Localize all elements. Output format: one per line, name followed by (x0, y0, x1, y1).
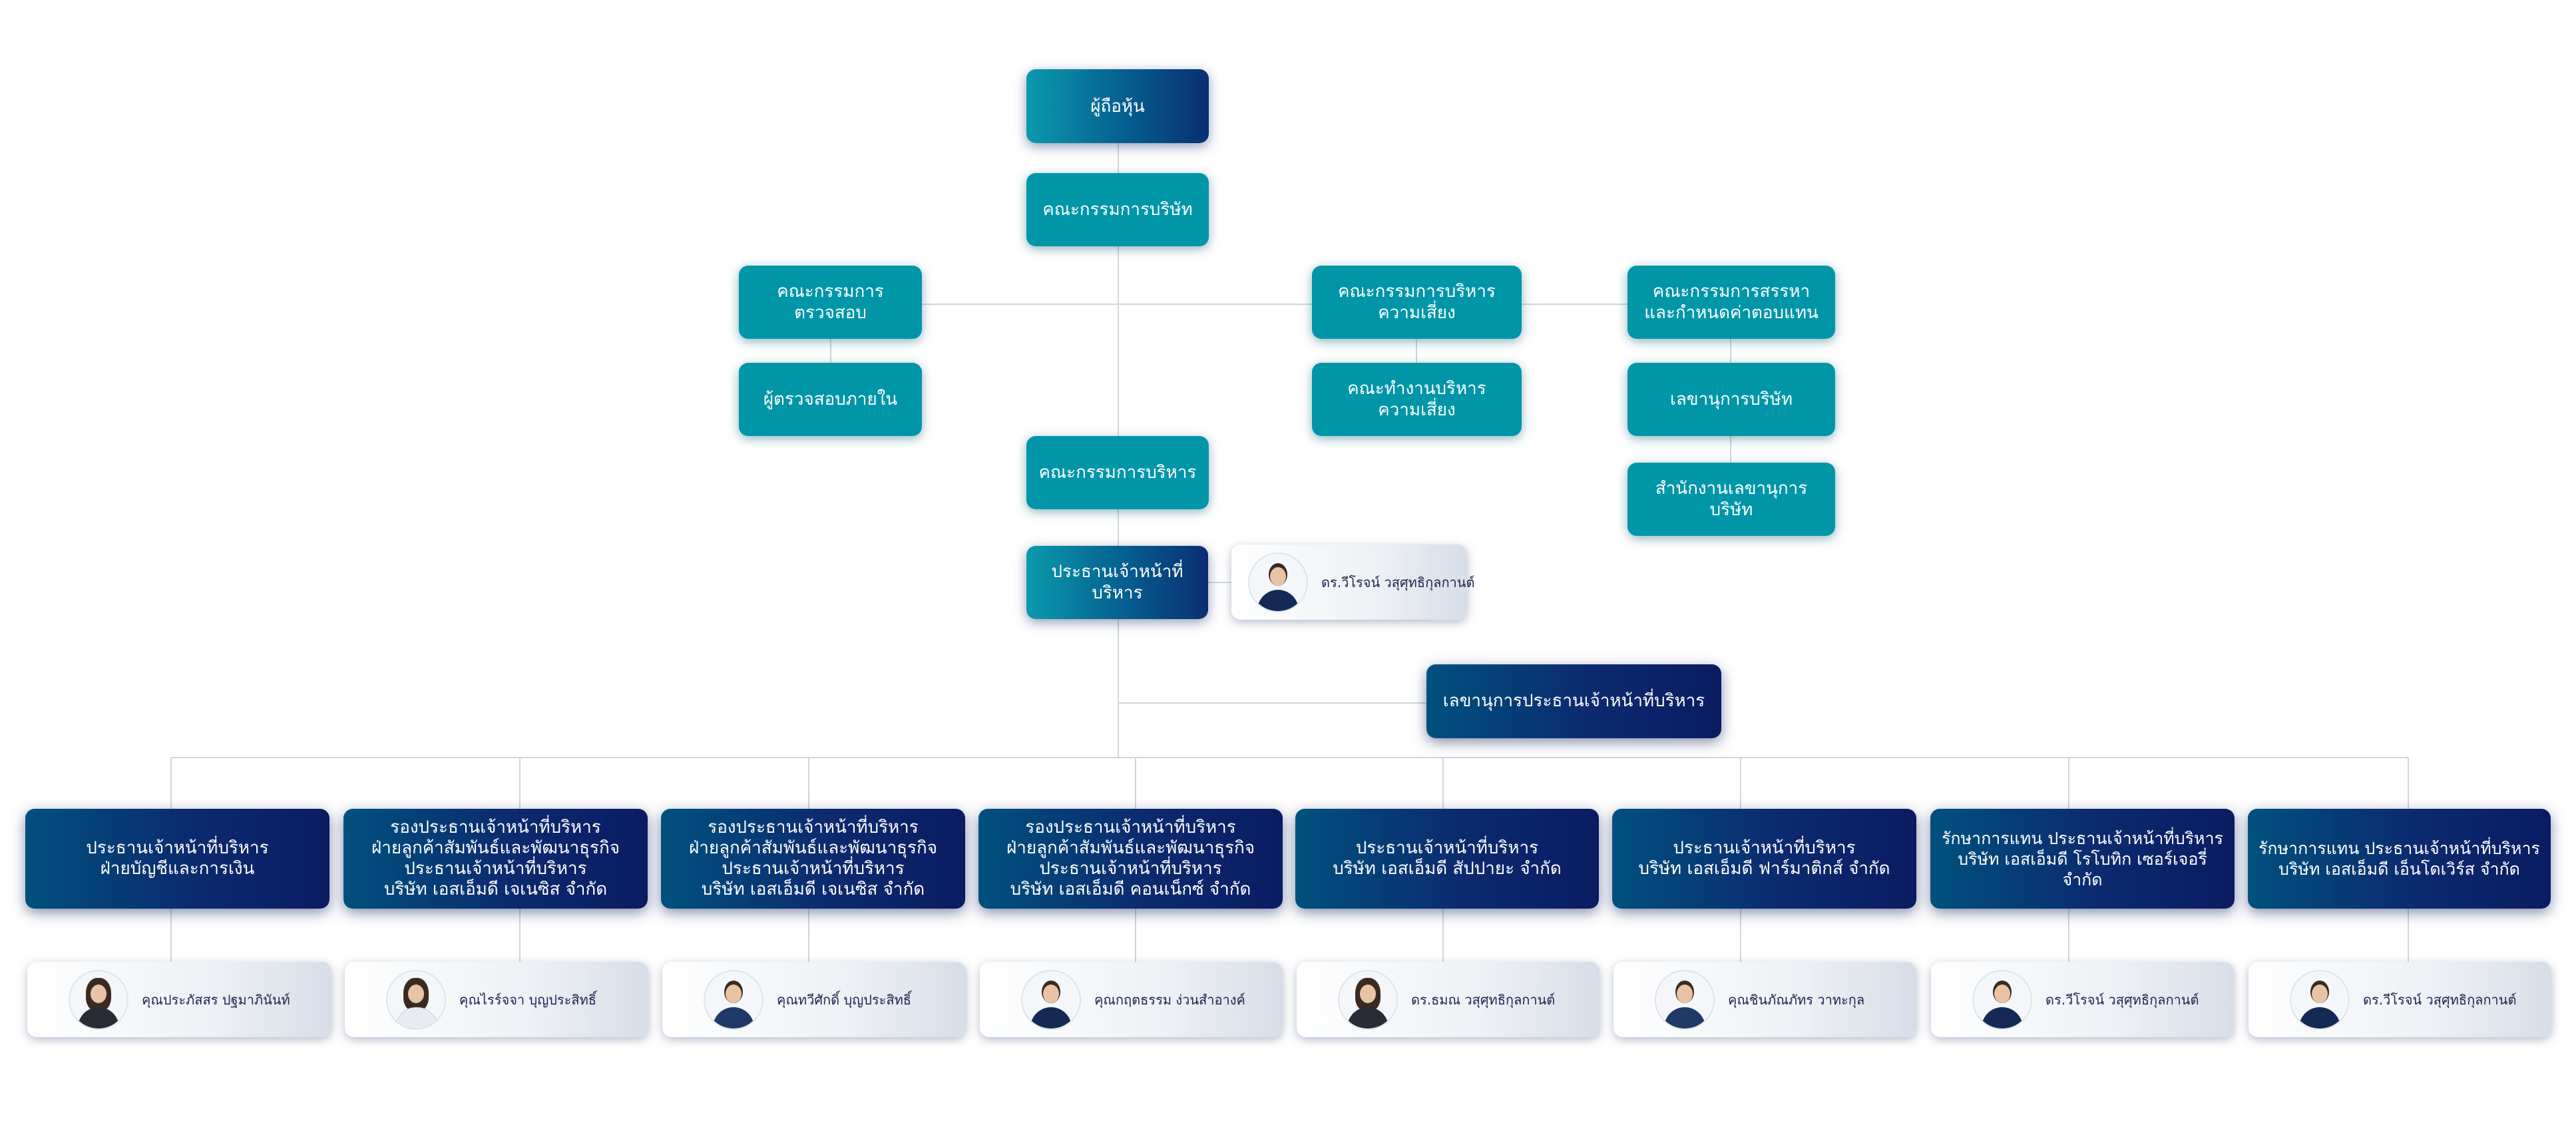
risk-committee-box: คณะกรรมการบริหาร ความเสี่ยง (1312, 266, 1522, 339)
exec-person-name-1: คุณประภัสสร ปฐมาภินันท์ (142, 991, 290, 1008)
company-secretary-box: เลขานุการบริษัท (1627, 363, 1835, 436)
internal-audit-label: ผู้ตรวจสอบภายใน (763, 389, 898, 409)
person-photo-icon (1972, 969, 2032, 1030)
ceo-person-card: ดร.วีโรจน์ วสุศุทธิกุลกานต์ (1231, 545, 1474, 620)
shareholders-box: ผู้ถือหุ้น (1026, 69, 1209, 143)
board-box: คณะกรรมการบริษัท (1026, 173, 1209, 246)
exec-box-2: รองประธานเจ้าหน้าที่บริหาร ฝ่ายลูกค้าสัม… (343, 809, 648, 909)
secretary-office-label: สำนักงานเลขานุการบริษัท (1655, 479, 1808, 520)
exec-box-4: รองประธานเจ้าหน้าที่บริหาร ฝ่ายลูกค้าสัม… (978, 809, 1283, 909)
exec-title-3: รองประธานเจ้าหน้าที่บริหาร ฝ่ายลูกค้าสัม… (689, 817, 937, 899)
shareholders-label: ผู้ถือหุ้น (1090, 96, 1145, 116)
exec-box-7: รักษาการแทน ประธานเจ้าหน้าที่บริหาร บริษ… (1930, 809, 2235, 909)
exec-person-card-5: ดร.ธมณ วสุศุทธิกุลกานต์ (1297, 962, 1600, 1037)
exec-person-card-3: คุณทวีศักดิ์ บุญประสิทธิ์ (662, 962, 966, 1037)
exec-title-7: รักษาการแทน ประธานเจ้าหน้าที่บริหาร บริษ… (1942, 828, 2223, 889)
ceo-person-name: ดร.วีโรจน์ วสุศุทธิกุลกานต์ (1321, 574, 1475, 590)
person-photo-icon (386, 969, 446, 1030)
exec-title-4: รองประธานเจ้าหน้าที่บริหาร ฝ่ายลูกค้าสัม… (1006, 817, 1255, 899)
nomination-committee-label: คณะกรรมการสรรหา และกำหนดค่าตอบแทน (1644, 282, 1819, 323)
ceo-box: ประธานเจ้าหน้าที่ บริหาร (1026, 546, 1208, 619)
audit-committee-box: คณะกรรมการ ตรวจสอบ (739, 266, 922, 339)
company-secretary-label: เลขานุการบริษัท (1669, 389, 1793, 409)
person-photo-icon (1248, 552, 1308, 612)
person-photo-icon (1655, 969, 1715, 1030)
executive-committee-label: คณะกรรมการบริหาร (1038, 463, 1197, 483)
exec-box-6: ประธานเจ้าหน้าที่บริหาร บริษัท เอสเอ็มดี… (1612, 809, 1916, 909)
audit-committee-label: คณะกรรมการ ตรวจสอบ (777, 282, 884, 323)
exec-person-name-6: คุณชินภัณภัทร วาทะกุล (1728, 991, 1865, 1008)
exec-person-card-4: คุณกฤตธรรม ง่วนสำอางค์ (980, 962, 1283, 1037)
executive-committee-box: คณะกรรมการบริหาร (1026, 436, 1209, 509)
exec-person-card-8: ดร.วีโรจน์ วสุศุทธิกุลกานต์ (2249, 962, 2551, 1037)
exec-box-5: ประธานเจ้าหน้าที่บริหาร บริษัท เอสเอ็มดี… (1295, 809, 1599, 909)
person-photo-icon (704, 969, 763, 1030)
ceo-secretary-box: เลขานุการประธานเจ้าหน้าที่บริหาร (1426, 664, 1721, 738)
exec-title-2: รองประธานเจ้าหน้าที่บริหาร ฝ่ายลูกค้าสัม… (371, 817, 620, 899)
board-label: คณะกรรมการบริษัท (1042, 200, 1193, 220)
exec-title-8: รักษาการแทน ประธานเจ้าหน้าที่บริหาร บริษ… (2258, 839, 2540, 879)
exec-person-card-7: ดร.วีโรจน์ วสุศุทธิกุลกานต์ (1931, 962, 2234, 1037)
nomination-committee-box: คณะกรรมการสรรหา และกำหนดค่าตอบแทน (1627, 266, 1835, 339)
exec-person-card-6: คุณชินภัณภัทร วาทะกุล (1613, 962, 1916, 1037)
exec-title-1: ประธานเจ้าหน้าที่บริหาร ฝ่ายบัญชีและการเ… (86, 838, 269, 879)
exec-person-name-2: คุณไรร์จจา บุญประสิทธิ์ (459, 991, 597, 1008)
person-photo-icon (1338, 969, 1398, 1030)
exec-person-card-2: คุณไรร์จจา บุญประสิทธิ์ (345, 962, 648, 1037)
exec-person-card-1: คุณประภัสสร ปฐมาภินันท์ (27, 962, 331, 1037)
exec-person-name-7: ดร.วีโรจน์ วสุศุทธิกุลกานต์ (2045, 991, 2199, 1008)
exec-box-8: รักษาการแทน ประธานเจ้าหน้าที่บริหาร บริษ… (2248, 809, 2551, 909)
risk-working-group-label: คณะทำงานบริหาร ความเสี่ยง (1347, 379, 1486, 420)
exec-box-1: ประธานเจ้าหน้าที่บริหาร ฝ่ายบัญชีและการเ… (25, 809, 329, 909)
ceo-secretary-label: เลขานุการประธานเจ้าหน้าที่บริหาร (1442, 691, 1705, 711)
risk-committee-label: คณะกรรมการบริหาร ความเสี่ยง (1338, 282, 1496, 323)
secretary-office-box: สำนักงานเลขานุการบริษัท (1627, 463, 1835, 536)
internal-audit-box: ผู้ตรวจสอบภายใน (739, 363, 922, 436)
exec-title-6: ประธานเจ้าหน้าที่บริหาร บริษัท เอสเอ็มดี… (1638, 838, 1890, 879)
exec-person-name-5: ดร.ธมณ วสุศุทธิกุลกานต์ (1411, 991, 1556, 1008)
exec-person-name-4: คุณกฤตธรรม ง่วนสำอางค์ (1094, 991, 1245, 1008)
person-photo-icon (1021, 969, 1081, 1030)
exec-person-name-8: ดร.วีโรจน์ วสุศุทธิกุลกานต์ (2363, 991, 2517, 1008)
person-photo-icon (2290, 969, 2350, 1030)
exec-person-name-3: คุณทวีศักดิ์ บุญประสิทธิ์ (777, 991, 912, 1008)
exec-title-5: ประธานเจ้าหน้าที่บริหาร บริษัท เอสเอ็มดี… (1333, 838, 1562, 879)
ceo-label: ประธานเจ้าหน้าที่ บริหาร (1051, 562, 1183, 603)
person-photo-icon (69, 969, 128, 1030)
risk-working-group-box: คณะทำงานบริหาร ความเสี่ยง (1312, 363, 1522, 436)
exec-box-3: รองประธานเจ้าหน้าที่บริหาร ฝ่ายลูกค้าสัม… (661, 809, 965, 909)
